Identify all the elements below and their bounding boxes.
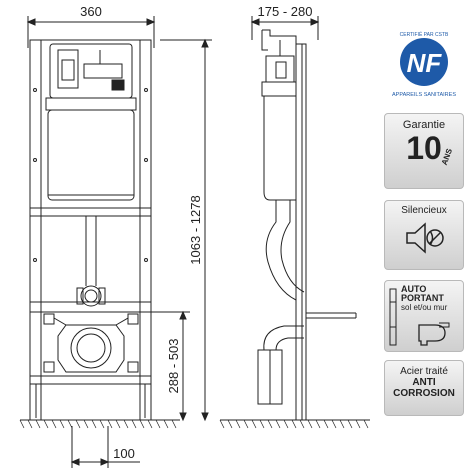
- corrosion-label: CORROSION: [393, 388, 455, 399]
- height-dimension-line: [160, 38, 212, 422]
- depth-range-label: 175 - 280: [258, 4, 313, 19]
- front-frame: [29, 39, 152, 421]
- width-dimension-line: [26, 16, 156, 48]
- muted-speaker-icon: [406, 222, 444, 254]
- front-flush-pipe: [76, 216, 106, 307]
- anti-label: ANTI: [412, 377, 436, 388]
- outlet-offset-label: 100: [113, 446, 135, 461]
- side-floor: [219, 419, 370, 429]
- auto-line: AUTO: [401, 284, 427, 294]
- nf-logo-text: NF: [407, 48, 443, 78]
- front-floor: [19, 419, 180, 429]
- technical-drawing: 360 175 - 280 1063 - 1278 288 - 503 100: [19, 4, 370, 468]
- nf-badge-circle: [400, 38, 448, 86]
- outlet-height-label: 288 - 503: [166, 339, 181, 394]
- depth-dimension-line: [250, 16, 320, 40]
- warranty-badge: Garantie 10 ANS: [384, 113, 464, 189]
- warranty-label: Garantie: [402, 119, 446, 131]
- wall-toilet-icon: [418, 322, 450, 346]
- treated-steel-label: Acier traité: [400, 366, 448, 377]
- side-frame: [261, 29, 357, 421]
- silent-label: Silencieux: [401, 205, 447, 216]
- warranty-number: 10: [406, 130, 442, 166]
- nf-top-text: CERTIFIÉ PAR CSTB: [400, 31, 449, 38]
- anti-corrosion-badge: Acier traité ANTI CORROSION: [384, 360, 464, 416]
- side-cistern: [261, 40, 297, 201]
- outlet-height-dimension-line: [140, 310, 190, 422]
- nf-certification-logo: NF CERTIFIÉ PAR CSTB APPAREILS SANITAIRE…: [392, 31, 456, 98]
- wall-frame-icon: [389, 288, 397, 346]
- warranty-unit: ANS: [439, 147, 454, 167]
- nf-bottom-text: APPAREILS SANITAIRES: [392, 92, 456, 98]
- height-range-label: 1063 - 1278: [188, 195, 203, 264]
- self-supporting-text: AUTO PORTANT sol et/ou mur: [401, 284, 448, 313]
- offset-dimension-line: [70, 426, 140, 468]
- floor-wall-line: sol et/ou mur: [401, 303, 448, 312]
- side-flush-pipe: [257, 200, 305, 405]
- self-supporting-badge: AUTO PORTANT sol et/ou mur: [384, 280, 464, 352]
- front-cistern: [45, 43, 137, 201]
- front-outlet: [43, 313, 139, 373]
- warranty-years: 10 ANS: [406, 130, 454, 166]
- frame-width-label: 360: [80, 4, 102, 19]
- portant-line: PORTANT: [401, 293, 444, 303]
- silent-badge: Silencieux: [384, 200, 464, 270]
